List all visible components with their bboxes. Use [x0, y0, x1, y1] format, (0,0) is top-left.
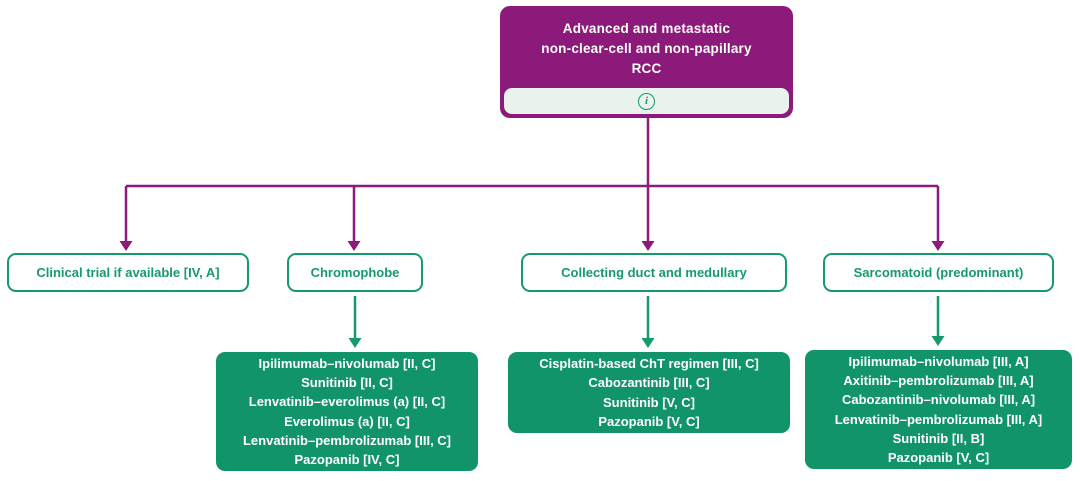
treatment-box-sarcomatoid: Ipilimumab–nivolumab [III, A] Axitinib–p…	[805, 350, 1072, 469]
treatment-item: Cabozantinib–nivolumab [III, A]	[841, 392, 1036, 408]
treatment-item: Ipilimumab–nivolumab [II, C]	[258, 355, 436, 371]
treatment-item: Everolimus (a) [II, C]	[284, 413, 410, 429]
treatment-item: Ipilimumab–nivolumab [III, A]	[848, 353, 1029, 369]
arrowhead-collecting-duct-treatments	[641, 338, 655, 348]
treatment-item: Lenvatinib–pembrolizumab [III, C]	[242, 432, 452, 448]
arrowhead-clinical-trial	[119, 241, 133, 251]
root-title-line-1: Advanced and metastatic	[562, 21, 731, 36]
branch-box-clinical-trial: Clinical trial if available [IV, A]	[7, 253, 249, 292]
treatment-box-chromophobe: Ipilimumab–nivolumab [II, C] Sunitinib […	[216, 352, 478, 471]
info-icon[interactable]: i	[638, 92, 655, 110]
treatment-item: Cabozantinib [III, C]	[588, 375, 710, 391]
treatment-item: Pazopanib [IV, C]	[294, 452, 400, 468]
root-title-line-2: non-clear-cell and non-papillary	[541, 41, 752, 56]
treatment-box-collecting-duct: Cisplatin-based ChT regimen [III, C] Cab…	[508, 352, 790, 433]
treatment-item: Cisplatin-based ChT regimen [III, C]	[539, 355, 759, 371]
branch-box-collecting-duct: Collecting duct and medullary	[521, 253, 787, 292]
treatment-item: Sunitinib [V, C]	[603, 394, 695, 410]
treatment-item: Lenvatinib–everolimus (a) [II, C]	[248, 394, 446, 410]
treatment-item: Pazopanib [V, C]	[887, 450, 990, 466]
info-strip: i	[504, 88, 789, 114]
arrowhead-sarcomatoid	[931, 241, 945, 251]
arrowhead-chromophobe-treatments	[348, 338, 362, 348]
arrowhead-collecting-duct	[641, 241, 655, 251]
treatment-item: Axitinib–pembrolizumab [III, A]	[843, 372, 1034, 388]
root-node: Advanced and metastatic non-clear-cell a…	[500, 6, 793, 118]
arrowhead-chromophobe	[347, 241, 361, 251]
treatment-item: Sunitinib [II, B]	[892, 430, 985, 446]
root-title-line-3: RCC	[631, 61, 662, 76]
branch-box-chromophobe: Chromophobe	[287, 253, 423, 292]
treatment-item: Lenvatinib–pembrolizumab [III, A]	[834, 411, 1043, 427]
treatment-item: Pazopanib [V, C]	[598, 413, 700, 429]
treatment-item: Sunitinib [II, C]	[301, 374, 393, 390]
branch-box-sarcomatoid: Sarcomatoid (predominant)	[823, 253, 1054, 292]
root-title: Advanced and metastatic non-clear-cell a…	[504, 10, 789, 88]
arrowhead-sarcomatoid-treatments	[931, 336, 945, 346]
